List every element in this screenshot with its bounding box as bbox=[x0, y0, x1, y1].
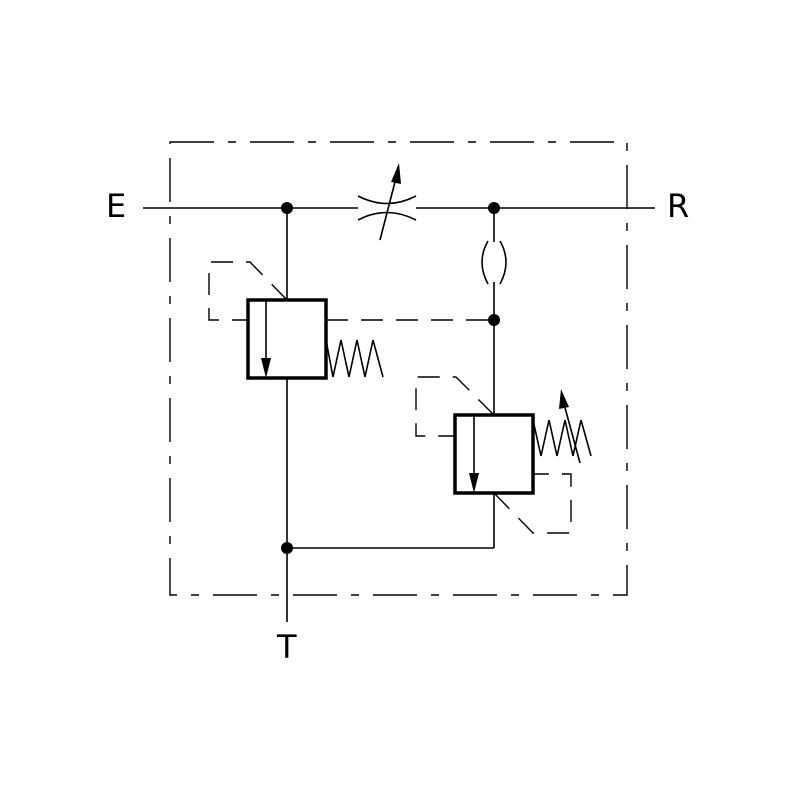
junction-dot-pilot bbox=[488, 314, 500, 326]
pressure-compensator-valve-icon bbox=[208, 261, 328, 380]
component-boundary bbox=[169, 141, 628, 596]
adjustable-throttle-icon bbox=[357, 163, 417, 241]
adjustable-spring-icon bbox=[532, 389, 592, 464]
junction-dot-inlet bbox=[281, 202, 293, 214]
port-label-regulated: R bbox=[667, 187, 689, 225]
spring-icon bbox=[325, 339, 384, 378]
fixed-orifice-icon bbox=[481, 240, 507, 285]
port-label-inlet: E bbox=[106, 187, 126, 225]
junction-dot-regulated bbox=[488, 202, 500, 214]
junction-dot-tank bbox=[281, 542, 293, 554]
port-label-tank: T bbox=[276, 628, 297, 666]
